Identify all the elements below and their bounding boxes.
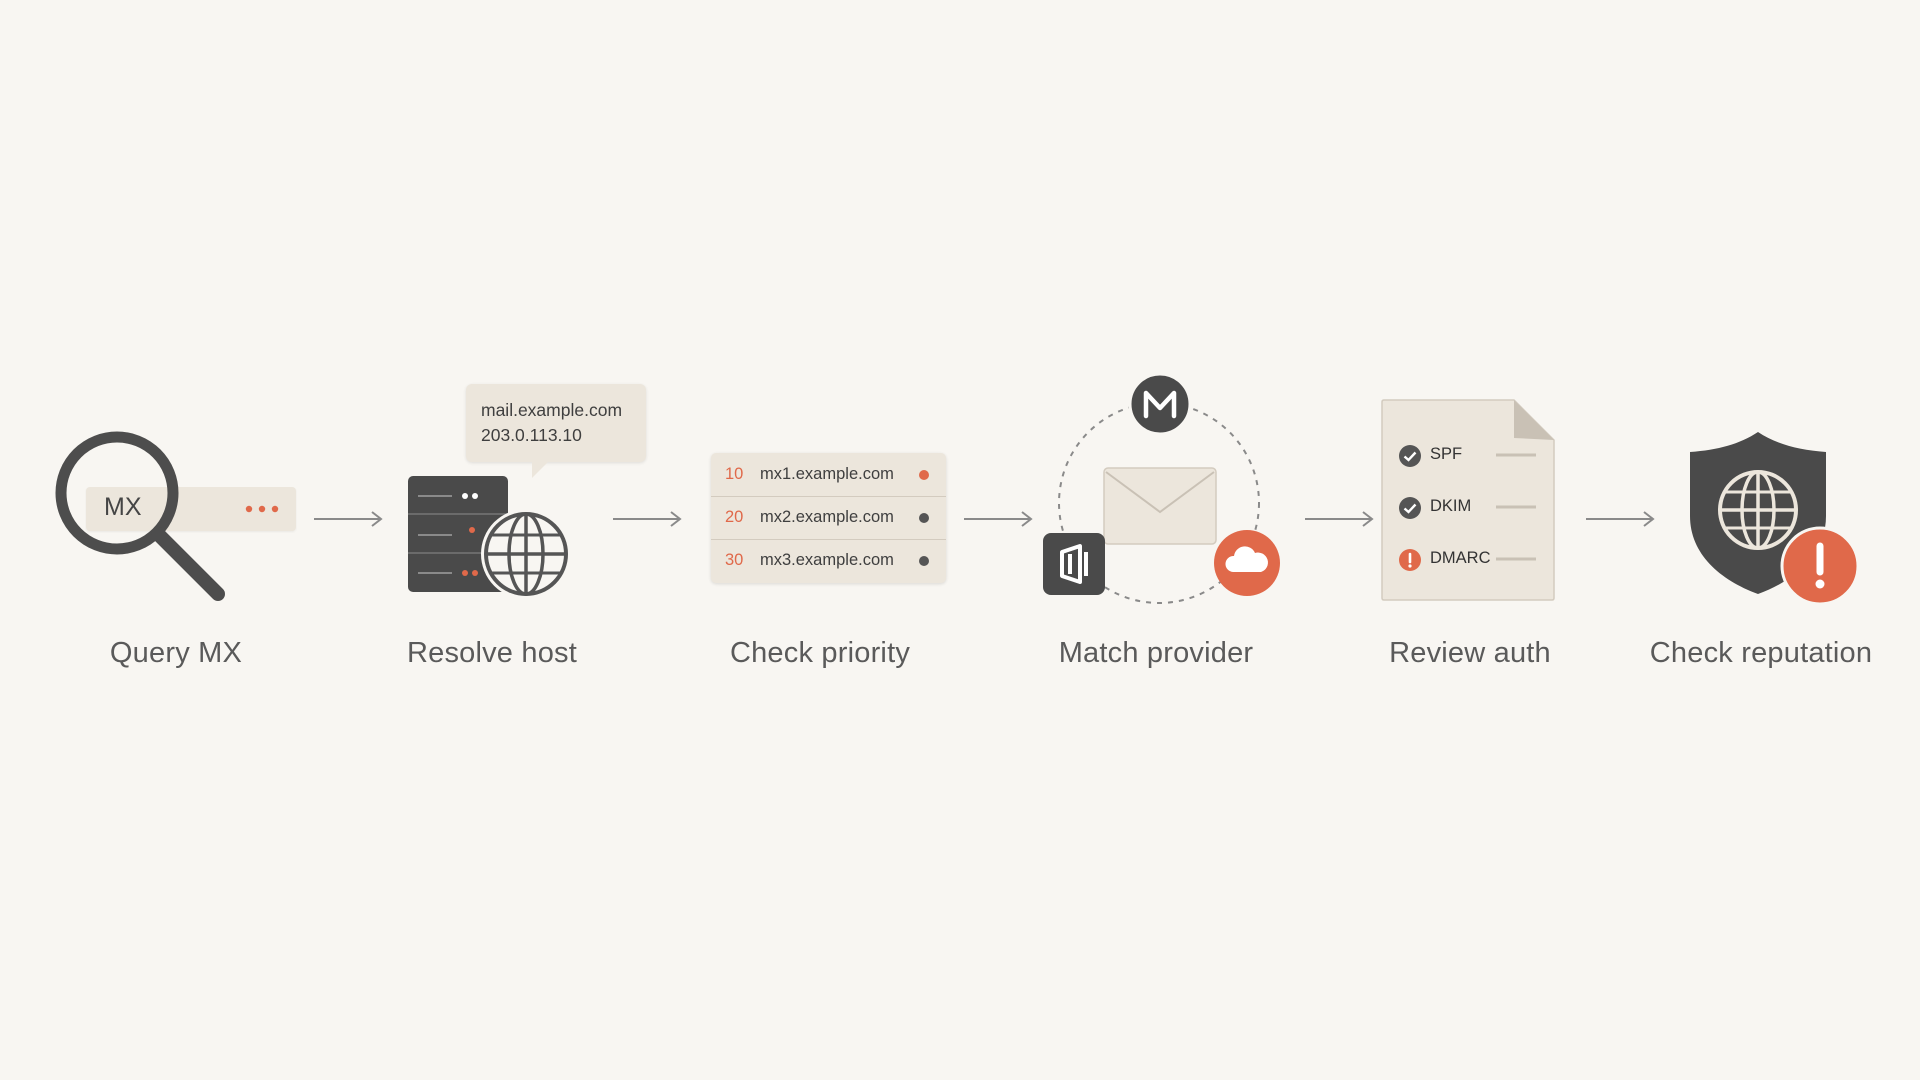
- office-icon: [1043, 533, 1105, 595]
- auth-check-dmarc: DMARC: [1430, 549, 1491, 567]
- step-label-check-priority: Check priority: [729, 637, 911, 669]
- provider-orbit: [1058, 402, 1260, 604]
- check-icon: [1399, 445, 1421, 467]
- resolved-hostname: mail.example.com: [481, 400, 623, 420]
- status-dot: [919, 556, 929, 566]
- mx-priority-table: 10 mx1.example.com 20 mx2.example.com 30…: [711, 453, 946, 583]
- row-divider: [711, 496, 946, 497]
- table-row: 30 mx3.example.com: [711, 539, 946, 582]
- step-label-check-reputation: Check reputation: [1649, 637, 1873, 669]
- globe-icon: [481, 509, 571, 599]
- resolve-callout: mail.example.com 203.0.113.10: [466, 384, 646, 462]
- arrow-icon: [613, 511, 682, 527]
- priority-value: 30: [725, 551, 744, 569]
- step-label-query-mx: Query MX: [109, 637, 243, 669]
- magnifier-icon: [55, 431, 225, 601]
- check-icon: [1399, 497, 1421, 519]
- priority-value: 10: [725, 465, 744, 483]
- mx-hostname: mx2.example.com: [760, 508, 894, 526]
- priority-value: 20: [725, 508, 744, 526]
- arrow-icon: [1305, 511, 1374, 527]
- status-dot: [919, 470, 929, 480]
- arrow-icon: [314, 511, 383, 527]
- mx-query-text: MX: [104, 493, 142, 521]
- step-label-match-provider: Match provider: [1058, 637, 1254, 669]
- row-divider: [711, 539, 946, 540]
- gmail-m-icon: [1128, 372, 1192, 436]
- auth-check-spf: SPF: [1430, 445, 1463, 463]
- alert-icon: [1780, 526, 1860, 606]
- envelope-icon: [1103, 467, 1217, 545]
- more-dots-icon: [245, 505, 279, 513]
- auth-document: [1381, 399, 1555, 601]
- callout-tail: [532, 460, 550, 478]
- cloud-icon: [1214, 530, 1280, 596]
- mx-hostname: mx3.example.com: [760, 551, 894, 569]
- status-dot: [919, 513, 929, 523]
- table-row: 10 mx1.example.com: [711, 453, 946, 496]
- mx-hostname: mx1.example.com: [760, 465, 894, 483]
- step-label-resolve-host: Resolve host: [406, 637, 578, 669]
- warning-icon: [1399, 549, 1421, 571]
- auth-check-dkim: DKIM: [1430, 497, 1472, 515]
- table-row: 20 mx2.example.com: [711, 496, 946, 539]
- arrow-icon: [964, 511, 1033, 527]
- step-label-review-auth: Review auth: [1389, 637, 1551, 669]
- arrow-icon: [1586, 511, 1655, 527]
- resolved-ip: 203.0.113.10: [481, 425, 582, 445]
